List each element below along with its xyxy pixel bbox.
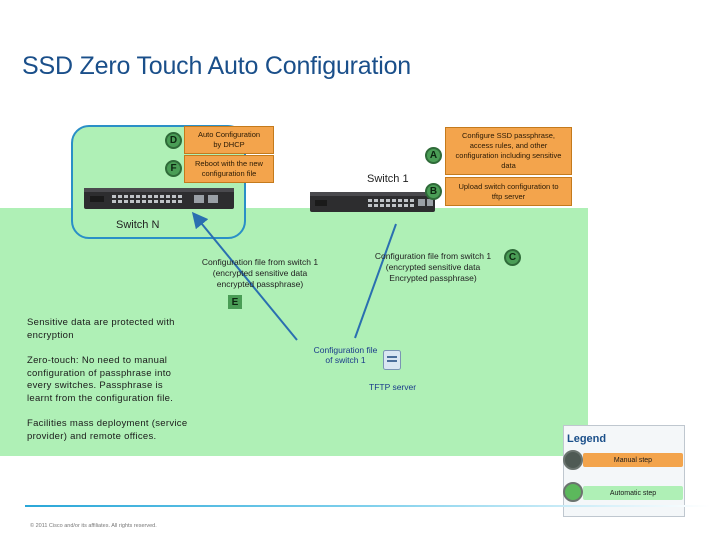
step-f-text: Reboot with the new bbox=[195, 159, 263, 168]
step-e-text: Configuration file from switch 1 bbox=[201, 257, 319, 267]
legend-automatic-dot bbox=[563, 482, 583, 502]
arrow-tftp-to-switchn bbox=[191, 211, 298, 341]
step-e-badge: E bbox=[228, 295, 242, 309]
note-facilities: Facilities mass deployment (service prov… bbox=[27, 418, 187, 443]
switch-n-device bbox=[84, 185, 234, 211]
step-f-badge: F bbox=[165, 160, 182, 177]
step-e-text: encrypted passphrase) bbox=[216, 279, 304, 289]
legend-automatic-label: Automatic step bbox=[609, 489, 657, 497]
step-c-description: Configuration file from switch 1 (encryp… bbox=[368, 251, 498, 284]
step-e-text: (encrypted sensitive data bbox=[212, 268, 308, 278]
step-a-text: configuration including sensitive bbox=[455, 151, 562, 160]
legend-manual-row: Manual step bbox=[583, 453, 683, 467]
legend-manual-label: Manual step bbox=[613, 456, 653, 464]
tftp-server-label: TFTP server bbox=[369, 382, 417, 392]
step-a-badge: A bbox=[425, 147, 442, 164]
automatic-area bbox=[0, 208, 588, 456]
step-b-text: tftp server bbox=[491, 191, 526, 201]
copyright: © 2011 Cisco and/or its affiliates. All … bbox=[30, 523, 157, 529]
switch-icon bbox=[84, 188, 234, 209]
step-c-badge: C bbox=[504, 249, 521, 266]
tftp-file-label: Configuration file of switch 1 bbox=[308, 345, 383, 365]
note-line: Facilities mass deployment (service bbox=[27, 418, 188, 429]
tftp-file-text: of switch 1 bbox=[325, 355, 366, 365]
step-a-text: data bbox=[501, 161, 516, 170]
step-a-box: Configure SSD passphrase, access rules, … bbox=[445, 127, 572, 175]
step-c-text: Configuration file from switch 1 bbox=[374, 251, 492, 261]
note-zero-touch: Zero-touch: No need to manual configurat… bbox=[27, 355, 173, 405]
step-b-box: Upload switch configuration to tftp serv… bbox=[445, 177, 572, 206]
switch-icon bbox=[310, 192, 435, 212]
footer-bar bbox=[25, 505, 710, 507]
step-b-text: Upload switch configuration to bbox=[458, 181, 559, 191]
step-a-text: Configure SSD passphrase, bbox=[462, 131, 555, 140]
legend-manual-dot bbox=[563, 450, 583, 470]
switch-1-device bbox=[310, 190, 435, 214]
note-line: provider) and remote offices. bbox=[27, 430, 157, 442]
tftp-file-text: Configuration file bbox=[313, 345, 378, 355]
switch-n-label: Switch N bbox=[116, 219, 160, 231]
legend bbox=[563, 425, 685, 517]
note-line: every switches. Passphrase is bbox=[27, 380, 163, 391]
step-c-text: (encrypted sensitive data bbox=[385, 262, 481, 272]
page-title: SSD Zero Touch Auto Configuration bbox=[22, 52, 412, 80]
step-c-text: Encrypted passphrase) bbox=[389, 273, 477, 283]
note-line: Sensitive data are protected with bbox=[27, 317, 175, 328]
arrow-switch1-to-tftp bbox=[354, 223, 397, 339]
step-a-text: access rules, and other bbox=[469, 141, 548, 150]
step-d-badge: D bbox=[165, 132, 182, 149]
legend-automatic-row: Automatic step bbox=[583, 486, 683, 500]
step-f-text: configuration file bbox=[201, 169, 257, 178]
step-d-text: by DHCP bbox=[213, 140, 245, 149]
note-line: encryption bbox=[27, 329, 74, 341]
switch-1-label: Switch 1 bbox=[367, 173, 409, 185]
note-sensitive: Sensitive data are protected with encryp… bbox=[27, 317, 175, 342]
step-e-description: Configuration file from switch 1 (encryp… bbox=[197, 257, 323, 290]
note-line: learnt from the configuration file. bbox=[27, 392, 174, 404]
legend-title: Legend bbox=[567, 433, 607, 445]
step-d-text: Auto Configuration bbox=[197, 130, 261, 139]
note-line: Zero-touch: No need to manual bbox=[27, 355, 168, 366]
note-line: configuration of passphrase into bbox=[27, 367, 172, 379]
tftp-server-icon bbox=[383, 350, 401, 370]
step-b-badge: B bbox=[425, 183, 442, 200]
